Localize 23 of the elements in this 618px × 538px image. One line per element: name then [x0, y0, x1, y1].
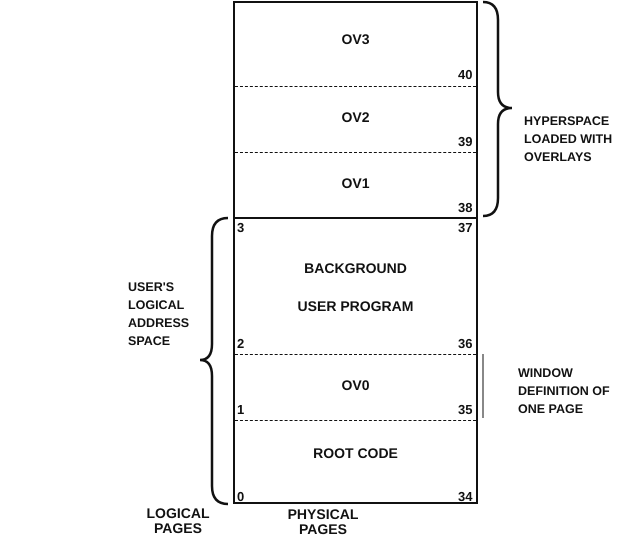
page-number: 2 [237, 336, 244, 351]
bracket-label: WINDOW DEFINITION OF ONE PAGE [518, 365, 611, 418]
region-label: OV3 [342, 31, 370, 47]
page-number: 36 [458, 336, 472, 351]
page-number: 34 [458, 489, 472, 504]
page-number: 38 [458, 200, 472, 215]
region-label: ROOT CODE [313, 445, 398, 461]
page-number: 39 [458, 134, 472, 149]
region-label: OV1 [342, 175, 370, 191]
region-label: BACKGROUND USER PROGRAM [296, 259, 414, 316]
axis-caption: PHYSICAL PAGES [286, 507, 360, 537]
bracket-label: USER'S LOGICAL ADDRESS SPACE [128, 279, 190, 350]
axis-caption: LOGICAL PAGES [146, 506, 210, 536]
region-label: OV2 [342, 109, 370, 125]
region-label: OV0 [342, 377, 370, 393]
page-number: 0 [237, 489, 244, 504]
page-number: 35 [458, 402, 472, 417]
page-number: 40 [458, 67, 472, 82]
page-number: 37 [458, 220, 472, 235]
page-number: 3 [237, 220, 244, 235]
bracket-label: HYPERSPACE LOADED WITH OVERLAYS [524, 113, 614, 166]
memory-map-box [233, 1, 478, 504]
page-number: 1 [237, 402, 244, 417]
